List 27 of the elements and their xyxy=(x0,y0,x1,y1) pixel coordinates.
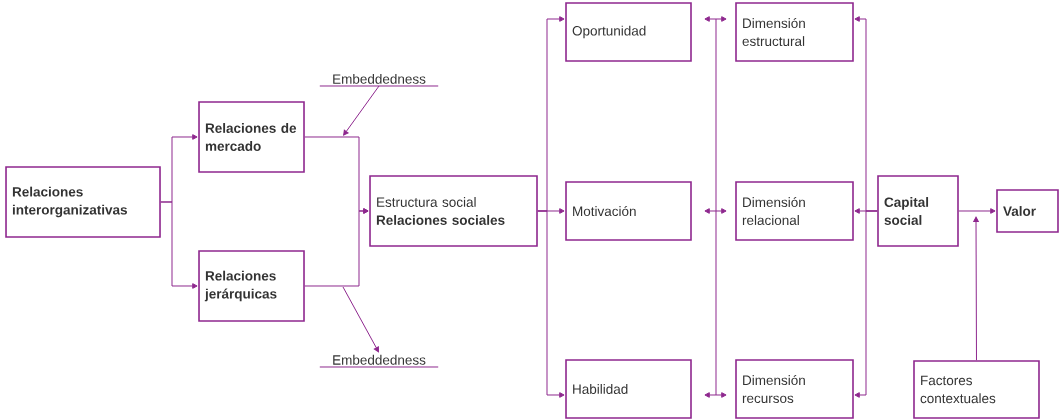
process-box: Valor xyxy=(996,189,1059,233)
arrow xyxy=(304,208,369,287)
arrow xyxy=(537,210,565,398)
process-box: Relaciones de mercado xyxy=(198,101,305,173)
arrow xyxy=(973,216,979,361)
process-box: Relaciones interorganizativas xyxy=(5,166,161,238)
process-box: Habilidad xyxy=(565,359,692,419)
underlined-label: Embeddedness xyxy=(319,354,439,368)
process-box: Dimensión estructural xyxy=(735,2,854,62)
process-box: Relaciones jerárquicas xyxy=(198,250,305,322)
arrow xyxy=(704,208,727,214)
arrow xyxy=(854,210,878,398)
process-box: Motivación xyxy=(565,181,692,241)
arrow xyxy=(343,85,380,136)
arrow xyxy=(704,16,727,22)
arrow xyxy=(160,201,198,289)
arrow xyxy=(958,208,996,214)
process-box: Factores contextuales xyxy=(913,360,1040,419)
underlined-label: Embeddedness xyxy=(319,73,439,87)
connector-trunk xyxy=(715,18,717,396)
arrow xyxy=(704,392,727,398)
process-box: Oportunidad xyxy=(565,2,692,62)
process-box: Dimensión relacional xyxy=(735,181,854,241)
process-box: Capital social xyxy=(877,175,959,247)
process-box: Dimensión recursos xyxy=(735,359,854,419)
process-box: Estructura social Relaciones sociales xyxy=(369,175,538,247)
arrow xyxy=(342,286,379,353)
